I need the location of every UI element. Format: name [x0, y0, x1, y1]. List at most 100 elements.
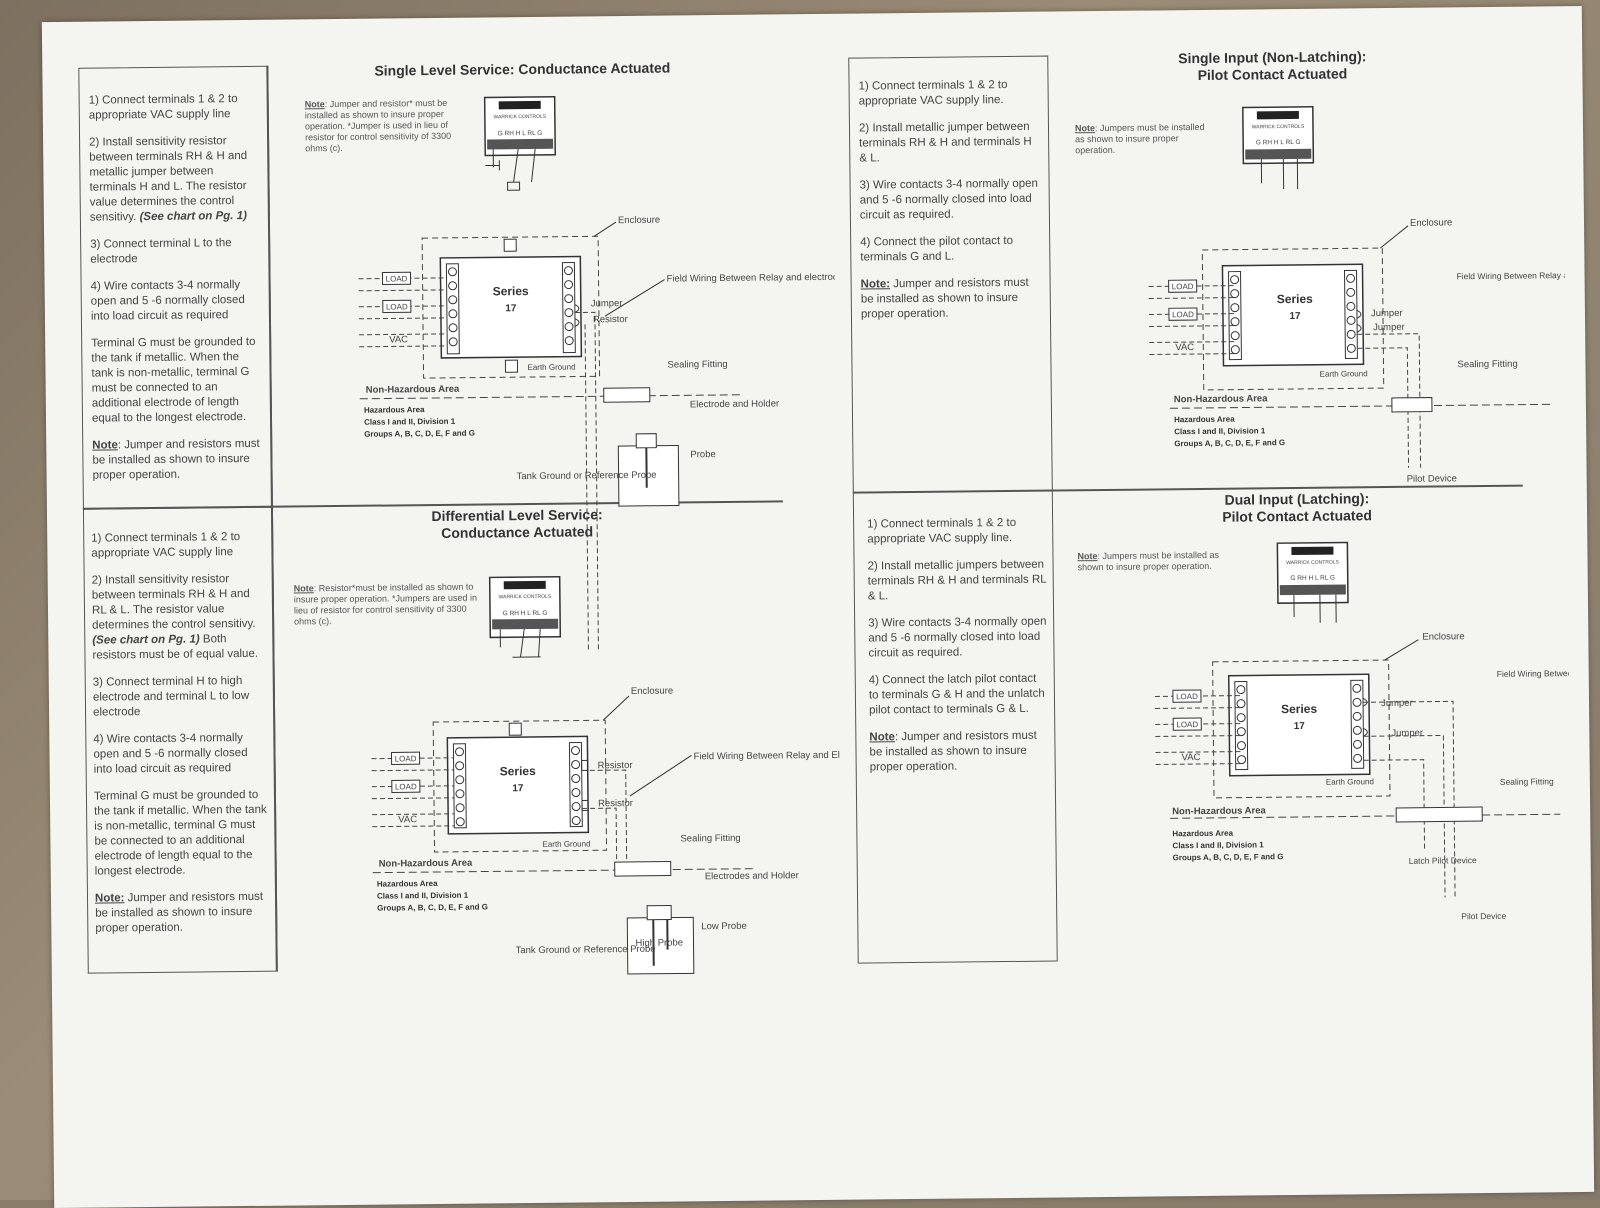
svg-text:G RH H L RL G: G RH H L RL G — [1256, 139, 1301, 146]
svg-text:LOAD: LOAD — [395, 754, 417, 763]
step-1: 1) Connect terminals 1 & 2 to appropriat… — [867, 516, 1017, 546]
step-2: 2) Install sensitivity resistor between … — [91, 573, 259, 662]
svg-text:Probe: Probe — [690, 449, 715, 460]
svg-text:Electrodes and Holder: Electrodes and Holder — [705, 870, 799, 882]
single-level-relay-icon: WARRICK CONTROLS G RH H L RL G — [483, 95, 557, 191]
svg-text:Hazardous Area: Hazardous Area — [364, 405, 425, 415]
svg-text:Jumper: Jumper — [1391, 728, 1423, 739]
step-2: 2) Install metallic jumper between termi… — [858, 120, 1032, 165]
svg-text:Sealing Fitting: Sealing Fitting — [1457, 359, 1517, 371]
svg-text:Jumper: Jumper — [1381, 698, 1413, 709]
svg-text:Groups A, B, C, D, E, F and G: Groups A, B, C, D, E, F and G — [1173, 852, 1284, 862]
single-input-enclosure: Series 17 Jumper Jumper Earth Ground Enc… — [1148, 217, 1572, 485]
svg-text:LOAD: LOAD — [1172, 282, 1194, 291]
svg-text:Electrode and Holder: Electrode and Holder — [690, 398, 779, 410]
step-1: 1) Connect terminals 1 & 2 to appropriat… — [88, 93, 238, 122]
svg-text:Hazardous Area: Hazardous Area — [1172, 829, 1233, 839]
step-3: 3) Connect terminal H to high electrode … — [92, 675, 250, 719]
note-text: Note: Jumper and resistors must be insta… — [94, 890, 264, 935]
dual-input-relay-icon: WARRICK CONTROLS G RH H L RL G — [1276, 541, 1349, 623]
svg-text:Non-Hazardous Area: Non-Hazardous Area — [1174, 393, 1268, 405]
svg-text:Field Wiring Between Relay and: Field Wiring Between Relay and Pilot Dev… — [1457, 270, 1572, 282]
svg-text:Jumper: Jumper — [1371, 308, 1403, 319]
svg-text:Earth Ground: Earth Ground — [542, 839, 590, 849]
single-level-enclosure: Series 17 Jumper Resistor Earth Ground E… — [421, 215, 660, 379]
single-level-load-wiring: LOAD LOAD VAC — [358, 271, 448, 348]
step-4: 4) Connect the latch pilot contact to te… — [868, 672, 1045, 717]
svg-text:WARRICK CONTROLS: WARRICK CONTROLS — [499, 594, 552, 601]
svg-text:17: 17 — [505, 303, 517, 314]
svg-text:Series: Series — [500, 764, 537, 778]
svg-text:Sealing Fitting: Sealing Fitting — [667, 359, 727, 371]
step-3: 3) Wire contacts 3-4 normally open and 5… — [868, 615, 1047, 660]
step-2: 2) Install sensitivity resistor between … — [89, 135, 248, 224]
svg-text:Tank Ground or Reference Probe: Tank Ground or Reference Probe — [516, 944, 656, 956]
svg-text:Field Wiring Between Relay and: Field Wiring Between Relay and electrode… — [667, 271, 842, 284]
svg-text:VAC: VAC — [398, 814, 417, 825]
step-1: 1) Connect terminals 1 & 2 to appropriat… — [858, 78, 1008, 108]
svg-text:Enclosure: Enclosure — [1422, 631, 1464, 642]
svg-text:High Probe: High Probe — [635, 937, 683, 948]
svg-text:Non-Hazardous Area: Non-Hazardous Area — [379, 858, 473, 870]
differential-enclosure: Series 17 Resistor Resistor Earth Ground… — [432, 686, 673, 853]
svg-text:Jumper: Jumper — [1373, 322, 1405, 333]
svg-text:Sealing Fitting: Sealing Fitting — [1500, 776, 1554, 787]
svg-text:LOAD: LOAD — [1176, 692, 1198, 701]
svg-text:Hazardous Area: Hazardous Area — [377, 879, 438, 889]
svg-text:WARRICK CONTROLS: WARRICK CONTROLS — [494, 114, 547, 121]
svg-text:Low Probe: Low Probe — [701, 921, 747, 932]
differential-field-wiring: Field Wiring Between Relay and Electrode… — [372, 749, 842, 975]
single-level-field-wiring: Field Wiring Between Relay and electrode… — [359, 271, 842, 653]
svg-text:Class I and II, Division 1: Class I and II, Division 1 — [377, 891, 469, 901]
svg-text:Series: Series — [1277, 292, 1314, 306]
note-text: Note: Jumper and resistors must be insta… — [860, 276, 1029, 321]
svg-text:G RH H L RL G: G RH H L RL G — [1290, 575, 1335, 582]
right-diagrams: WARRICK CONTROLS G RH H L RL G Series 17… — [1148, 106, 1572, 921]
single-input-relay-icon: WARRICK CONTROLS G RH H L RL G — [1242, 106, 1315, 190]
svg-text:VAC: VAC — [1175, 342, 1194, 353]
svg-text:Hazardous Area: Hazardous Area — [1174, 415, 1235, 425]
svg-text:Class I and II, Division 1: Class I and II, Division 1 — [1172, 840, 1264, 850]
svg-text:Pilot Device: Pilot Device — [1461, 911, 1506, 921]
svg-text:Resistor: Resistor — [593, 314, 628, 325]
ground-text: Terminal G must be grounded to the tank … — [91, 335, 256, 425]
note-text: Note: Jumper and resistors must be insta… — [92, 437, 260, 482]
step-3: 3) Wire contacts 3-4 normally open and 5… — [859, 177, 1038, 222]
svg-text:Series: Series — [1281, 702, 1318, 716]
step-4: 4) Connect the pilot contact to terminal… — [860, 234, 1014, 264]
svg-text:WARRICK CONTROLS: WARRICK CONTROLS — [1286, 560, 1339, 567]
step-1: 1) Connect terminals 1 & 2 to appropriat… — [91, 531, 241, 560]
svg-text:G RH H L RL G: G RH H L RL G — [503, 610, 548, 617]
svg-text:LOAD: LOAD — [1172, 310, 1194, 319]
differential-relay-icon: WARRICK CONTROLS G RH H L RL G — [488, 575, 562, 658]
svg-text:Jumper: Jumper — [591, 298, 623, 309]
svg-text:Pilot Device: Pilot Device — [1407, 473, 1457, 485]
svg-text:Non-Hazardous Area: Non-Hazardous Area — [366, 384, 460, 396]
step-2: 2) Install metallic jumpers between term… — [867, 558, 1047, 603]
svg-text:Non-Hazardous Area: Non-Hazardous Area — [1172, 805, 1266, 817]
svg-text:17: 17 — [512, 783, 524, 794]
dual-input-enclosure: Series 17 Jumper Jumper Earth Ground Enc… — [1154, 631, 1572, 921]
left-diagrams: WARRICK CONTROLS G RH H L RL G Series 17… — [358, 95, 842, 975]
svg-text:Resistor: Resistor — [598, 760, 633, 771]
step-3: 3) Connect terminal L to the electrode — [90, 237, 232, 266]
svg-text:LOAD: LOAD — [1176, 720, 1198, 729]
note-text: Note: Jumper and resistors must be insta… — [869, 729, 1037, 774]
svg-text:17: 17 — [1294, 721, 1306, 732]
svg-text:VAC: VAC — [1182, 752, 1201, 763]
differential-load-wiring: LOAD LOAD VAC — [371, 751, 455, 828]
svg-text:Resistor: Resistor — [598, 798, 633, 809]
svg-text:Earth Ground: Earth Ground — [1320, 369, 1368, 379]
svg-text:Field Wiring Between Relay and: Field Wiring Between Relay and Pilot Dev… — [1497, 667, 1572, 679]
svg-text:Enclosure: Enclosure — [618, 215, 660, 226]
instruction-sheet: 1) Connect terminals 1 & 2 to appropriat… — [41, 5, 1595, 1208]
single-level-instructions: 1) Connect terminals 1 & 2 to appropriat… — [89, 92, 265, 496]
svg-text:Class I and II, Division 1: Class I and II, Division 1 — [1174, 426, 1266, 436]
ground-text: Terminal G must be grounded to the tank … — [93, 788, 267, 878]
differential-instructions: 1) Connect terminals 1 & 2 to appropriat… — [91, 530, 269, 949]
svg-text:LOAD: LOAD — [395, 782, 417, 791]
svg-text:G RH H L RL G: G RH H L RL G — [498, 130, 543, 137]
svg-text:Latch Pilot Device: Latch Pilot Device — [1409, 855, 1477, 866]
svg-text:17: 17 — [1289, 311, 1301, 322]
dual-input-instructions: 1) Connect terminals 1 & 2 to appropriat… — [867, 516, 1050, 788]
